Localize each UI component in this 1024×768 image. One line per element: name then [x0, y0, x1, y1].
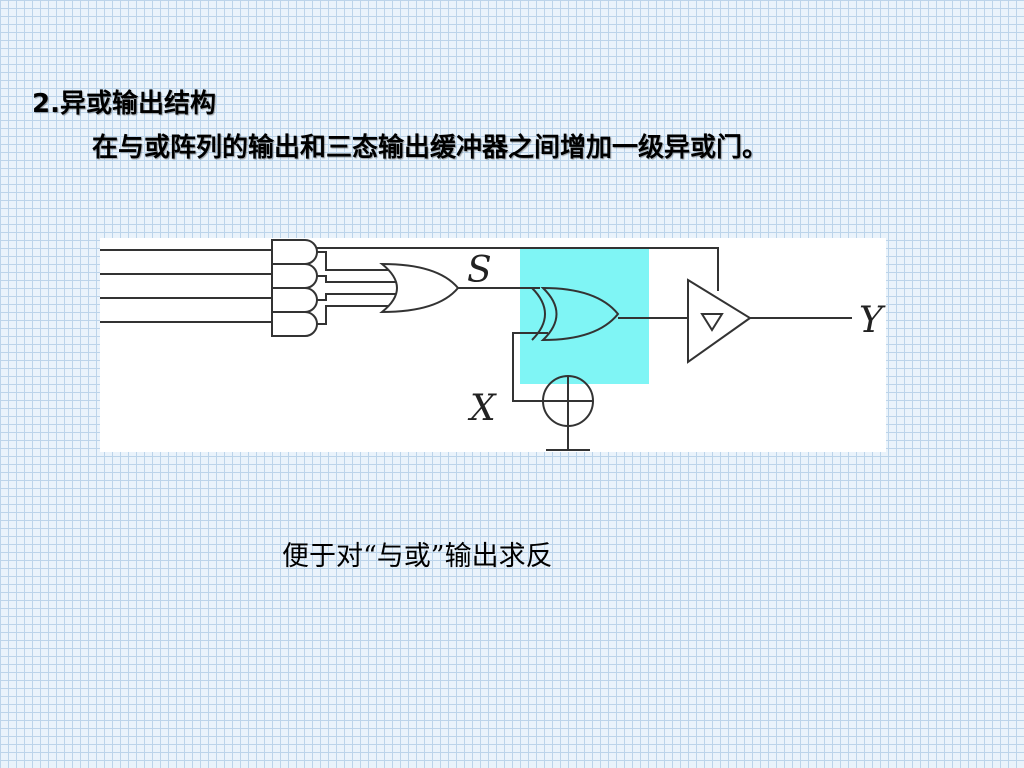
- and-gate-array: [271, 239, 318, 337]
- tristate-buffer-inner-triangle: [700, 313, 724, 332]
- and-to-or-wire-2: [317, 275, 396, 283]
- buffer-enable-wire: [317, 247, 719, 291]
- or-gate: [379, 262, 460, 314]
- xor-gate: [540, 286, 620, 342]
- caption: 便于对“与或”输出求反: [282, 541, 553, 572]
- output-label: Y: [859, 300, 886, 341]
- xor-highlight: [520, 248, 649, 384]
- xor-gate-back-curve: [531, 287, 546, 341]
- and-to-or-wire-4: [317, 305, 388, 325]
- control-label: X: [467, 388, 497, 429]
- slide-heading: 2.异或输出结构: [32, 86, 216, 122]
- heading-number: 2.: [32, 89, 60, 119]
- heading-title: 异或输出结构: [59, 89, 216, 119]
- sum-label: S: [467, 250, 492, 291]
- xor-output-circuit-diagram: S X Y: [100, 238, 886, 452]
- and-to-or-wire-3: [317, 293, 396, 301]
- xor-control-wire: [512, 332, 548, 402]
- tristate-buffer: [687, 278, 752, 364]
- slide-body-text: 在与或阵列的输出和三态输出缓冲器之间增加一级异或门。: [92, 133, 769, 163]
- and-to-or-wire-1: [317, 251, 388, 271]
